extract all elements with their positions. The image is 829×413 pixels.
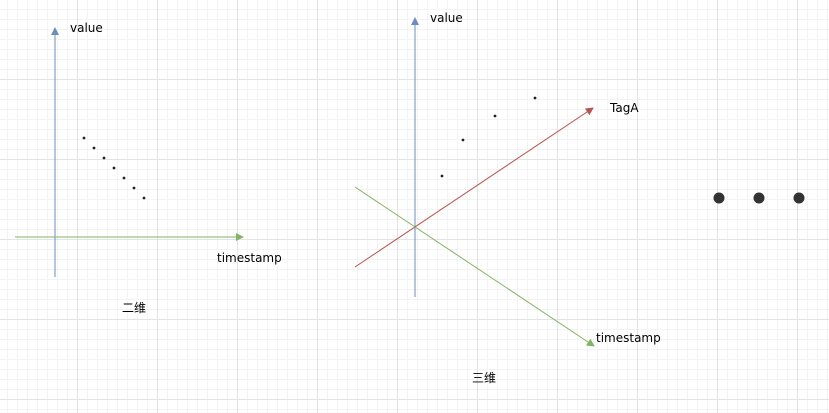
data-points-3d — [440, 96, 537, 178]
timestamp-label-3d: timestamp — [596, 331, 661, 345]
value-label-2d: value — [70, 21, 103, 35]
caption-2d: 二维 — [122, 301, 147, 315]
data-point-3d — [533, 96, 537, 100]
tag-label-3d: TagA — [610, 101, 639, 115]
data-points-2d — [82, 136, 146, 200]
data-point-2d — [82, 136, 86, 140]
data-point-2d — [92, 146, 96, 150]
ellipsis-dot — [713, 192, 725, 204]
timestamp-axis-3d — [354, 186, 595, 347]
caption-3d: 三维 — [472, 371, 497, 385]
tag-axis-3d — [354, 107, 594, 268]
data-point-2d — [112, 166, 116, 170]
data-point-2d — [102, 156, 106, 160]
data-point-3d — [493, 114, 497, 118]
timestamp-label-2d: timestamp — [217, 251, 282, 265]
data-point-2d — [132, 186, 136, 190]
data-point-3d — [440, 174, 444, 178]
ellipsis-dot — [753, 192, 765, 204]
ellipsis-dots — [713, 192, 805, 204]
ellipsis-dot — [793, 192, 805, 204]
data-point-2d — [142, 196, 146, 200]
value-label-3d: value — [430, 11, 463, 25]
data-point-2d — [122, 176, 126, 180]
data-point-3d — [461, 138, 465, 142]
